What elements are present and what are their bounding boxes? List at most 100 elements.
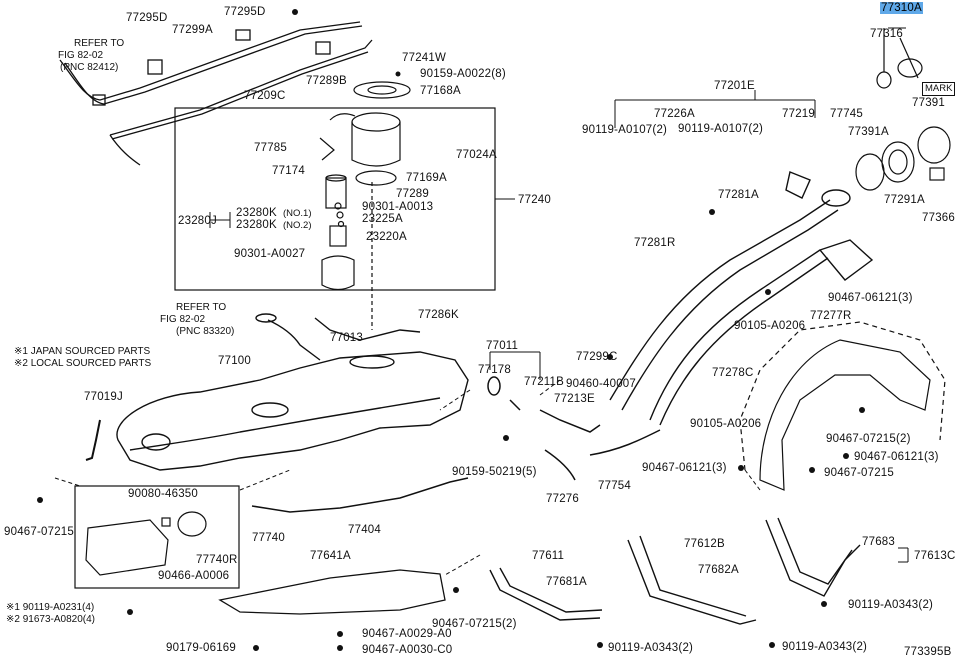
label-90119-A0343-c: 90119-A0343(2) [848, 599, 934, 611]
label-90080-46350: 90080-46350 [128, 488, 198, 500]
fasteners [37, 9, 865, 651]
label-77024A: 77024A [456, 149, 497, 161]
label-90105-A0206-b: 90105-A0206 [690, 418, 762, 430]
label-90466-A0006: 90466-A0006 [158, 570, 230, 582]
label-90467-A0029: 90467-A0029-A0 [362, 628, 452, 640]
label-77209C: 77209C [244, 90, 286, 102]
label-77391: 77391 [912, 97, 945, 109]
label-77316: 77316 [870, 28, 903, 40]
label-77211B: 77211B [524, 376, 564, 388]
label-77683: 77683 [862, 536, 895, 548]
label-77295D-b: 77295D [224, 6, 266, 18]
refer-mid-3: (PNC 83320) [176, 326, 235, 337]
label-23220A: 23220A [366, 231, 407, 243]
label-77612B: 77612B [684, 538, 725, 550]
label-90119-A0231: ※1 90119-A0231(4) [6, 602, 95, 613]
note-japan: ※1 JAPAN SOURCED PARTS [14, 346, 151, 357]
label-77201E: 77201E [714, 80, 755, 92]
label-90179-06169: 90179-06169 [166, 642, 236, 654]
label-77613C: 77613C [914, 550, 956, 562]
center-hoses [487, 376, 661, 481]
label-no2: (NO.2) [283, 220, 312, 231]
label-90467-07215-2b: 90467-07215(2) [826, 433, 911, 445]
label-77278C: 77278C [712, 367, 754, 379]
label-77740: 77740 [252, 532, 285, 544]
refer-mid-2: FIG 82-02 [160, 314, 206, 325]
refer-top-2: FIG 82-02 [58, 50, 104, 61]
pipe-77404 [251, 477, 469, 513]
fuel-pump-assembly-frame [174, 107, 496, 291]
label-77289: 77289 [396, 188, 429, 200]
hose-77019J [85, 419, 101, 461]
label-77404: 77404 [348, 524, 381, 536]
label-77100: 77100 [218, 355, 251, 367]
label-90467-06121-3b: 90467-06121(3) [854, 451, 939, 463]
dashed-leaders [54, 379, 761, 576]
label-77310A[interactable]: 77310A [880, 2, 923, 14]
mark-tag: MARK [922, 82, 956, 96]
label-23280K-1: 23280K [236, 207, 277, 219]
label-77168A: 77168A [420, 85, 461, 97]
refer-top-1: REFER TO [74, 38, 125, 49]
label-91673-A0820: ※2 91673-A0820(4) [6, 614, 95, 625]
label-77299C: 77299C [576, 351, 618, 363]
leader-lines [209, 27, 909, 563]
label-90119-A0343-a: 90119-A0343(2) [608, 642, 694, 654]
label-90467-06121-3c: 90467-06121(3) [642, 462, 727, 474]
label-77682A: 77682A [698, 564, 739, 576]
label-77281A: 77281A [718, 189, 759, 201]
refer-top-3: (PNC 82412) [60, 62, 119, 73]
refer-mid-1: REFER TO [176, 302, 227, 313]
label-77289B: 77289B [306, 75, 347, 87]
label-77611: 77611 [532, 550, 565, 562]
label-77291A: 77291A [884, 194, 925, 206]
label-90467-07215-2: 90467-07215(2) [432, 618, 517, 630]
label-90460-40007: 90460-40007 [566, 378, 636, 390]
label-77754: 77754 [598, 480, 631, 492]
label-77013: 77013 [330, 332, 363, 344]
label-no1: (NO.1) [283, 208, 312, 219]
label-77740R: 77740R [196, 554, 238, 566]
label-77745: 77745 [830, 108, 863, 120]
filler-pipe [609, 171, 874, 426]
label-77178: 77178 [478, 364, 511, 376]
label-90119-A0107-b: 90119-A0107(2) [678, 123, 764, 135]
label-90119-A0107-a: 90119-A0107(2) [582, 124, 668, 136]
label-77681A: 77681A [546, 576, 587, 588]
label-77011: 77011 [486, 340, 519, 352]
label-77286K: 77286K [418, 309, 459, 321]
fuel-lines-top [59, 21, 373, 166]
filler-cap-parts [855, 28, 951, 191]
label-23280J: 23280J [178, 215, 217, 227]
label-77213E: 77213E [554, 393, 595, 405]
protector-77641A [218, 569, 446, 615]
canister-frame [74, 485, 240, 589]
label-90159-50219: 90159-50219(5) [452, 466, 537, 478]
label-77391A: 77391A [848, 126, 889, 138]
label-77241W: 77241W [402, 52, 447, 64]
label-23280K-2: 23280K [236, 219, 277, 231]
label-90301-A0027: 90301-A0027 [234, 248, 306, 260]
label-90467-06121-3a: 90467-06121(3) [828, 292, 913, 304]
fender-liner [739, 321, 946, 491]
figure-code: 773395B [904, 646, 952, 658]
label-90467-07215-r: 90467-07215 [824, 467, 894, 479]
label-90467-07215-left: 90467-07215 [4, 526, 74, 538]
note-local: ※2 LOCAL SOURCED PARTS [14, 358, 152, 369]
label-77295D-a: 77295D [126, 12, 168, 24]
label-77174: 77174 [272, 165, 305, 177]
label-90467-A0030: 90467-A0030-C0 [362, 644, 453, 656]
label-77299A: 77299A [172, 24, 213, 36]
label-90301-A0013: 90301-A0013 [362, 201, 434, 213]
tank-straps [489, 517, 861, 625]
label-77281R: 77281R [634, 237, 676, 249]
label-90119-A0343-b: 90119-A0343(2) [782, 641, 868, 653]
fuel-pump-parts [319, 81, 411, 330]
canister-parts [85, 511, 207, 576]
label-77219: 77219 [782, 108, 815, 120]
label-90159-A0022: 90159-A0022(8) [420, 68, 506, 80]
label-77641A: 77641A [310, 550, 351, 562]
label-77366: 77366 [922, 212, 955, 224]
